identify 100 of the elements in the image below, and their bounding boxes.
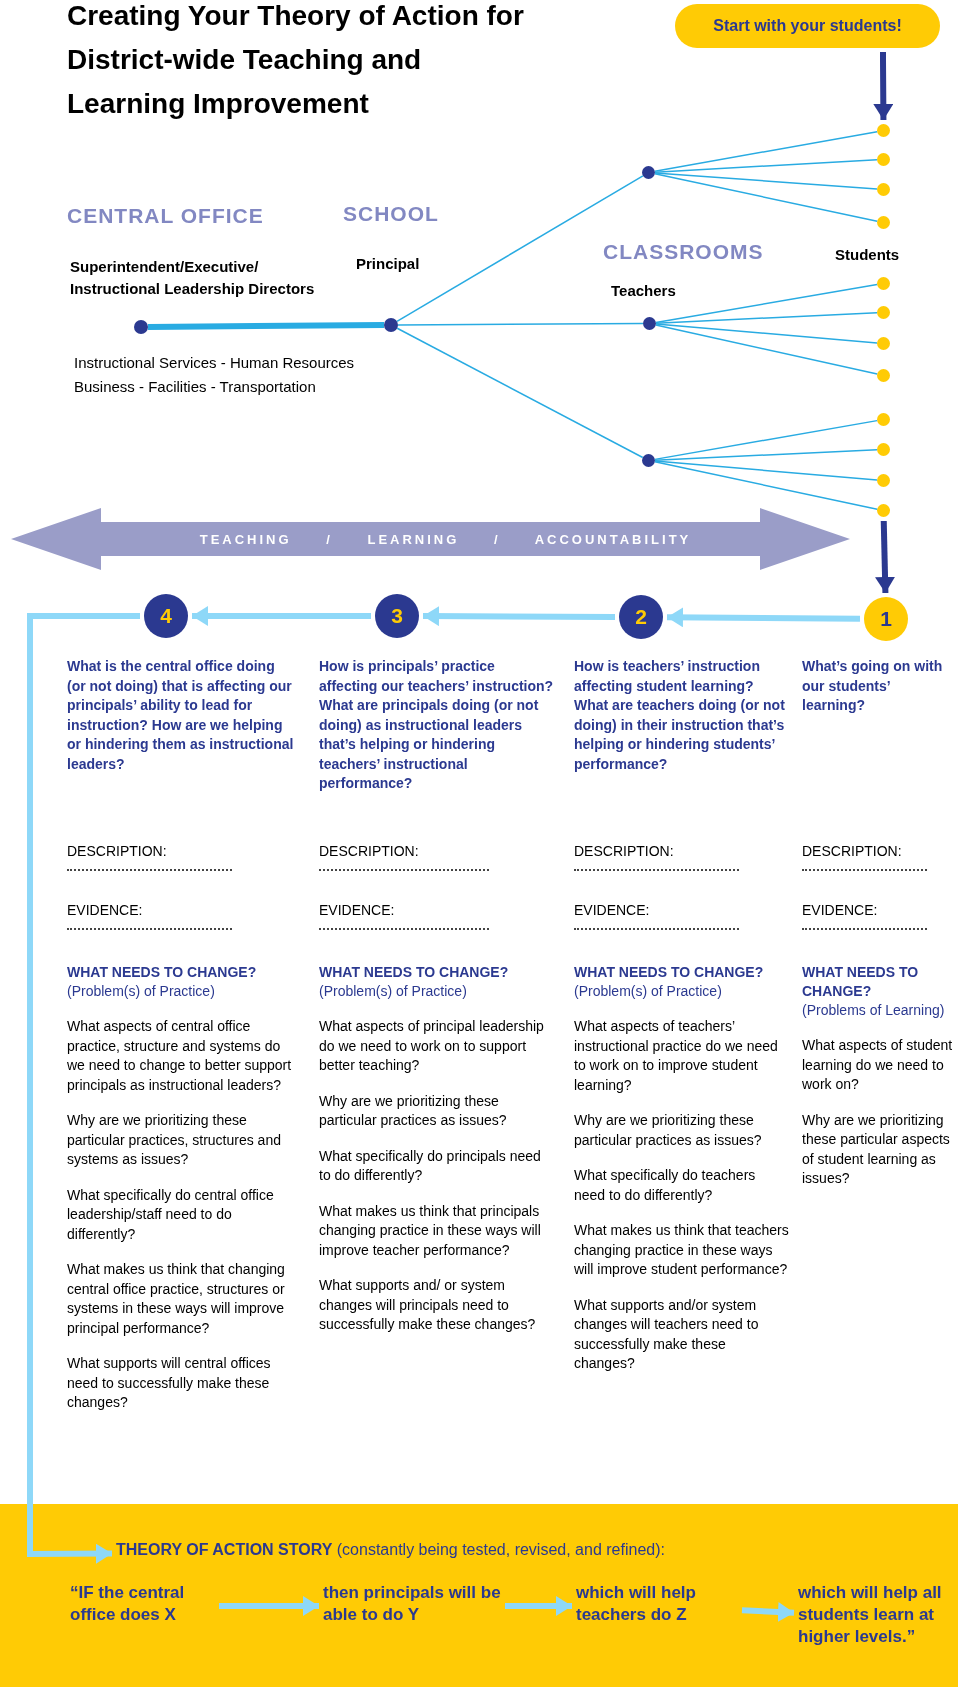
student-dot xyxy=(877,306,890,319)
guiding-question: What makes us think that teachers changing practice in these ways will improve student performance? xyxy=(574,1221,789,1279)
question-text: What’s going on with our students’ learning? xyxy=(802,657,944,715)
section-note: (Problem(s) of Practice) xyxy=(67,982,216,1001)
section-note: (Problem(s) of Practice) xyxy=(319,982,468,1001)
guiding-question: What supports and/ or system changes will principals need to successfully make these changes? xyxy=(319,1276,537,1334)
connector-line xyxy=(655,312,878,324)
section-heading: CENTRAL OFFICE xyxy=(67,204,264,228)
arrow xyxy=(219,1596,319,1616)
section-heading: WHAT NEEDS TO CHANGE? xyxy=(67,963,258,982)
role-label: Teachers xyxy=(611,282,676,299)
connector-line xyxy=(396,175,644,323)
student-dot xyxy=(877,153,890,166)
story-statement: which will help all students learn at higher levels.” xyxy=(798,1582,943,1648)
field-label: EVIDENCE: xyxy=(67,902,143,918)
title: Creating Your Theory of Action for District-wide Teaching and Learning Improvement xyxy=(67,0,525,121)
callout-box xyxy=(675,4,940,48)
story-statement: which will help teachers do Z xyxy=(576,1582,697,1626)
guiding-question: What supports and/or system changes will teachers need to successfully make these changes? xyxy=(574,1295,760,1373)
connector-line xyxy=(654,172,878,190)
connector-line xyxy=(396,327,644,459)
guiding-question: Why are we prioritizing these particular practices as issues? xyxy=(574,1111,763,1150)
story-heading: THEORY OF ACTION STORY (constantly being tested, revised, and refined): xyxy=(116,1541,666,1559)
arrow xyxy=(741,1602,795,1623)
section-heading: CLASSROOMS xyxy=(603,240,764,264)
story-statement: then principals will be able to do Y xyxy=(323,1582,501,1626)
story-statement: “IF the central office does X xyxy=(70,1582,186,1626)
connector-line xyxy=(397,322,644,326)
student-dot xyxy=(877,413,890,426)
story-panel xyxy=(0,1504,958,1687)
guiding-question: Why are we prioritizing these particular practices, structures and systems as issues? xyxy=(67,1111,282,1169)
connector-line xyxy=(654,130,878,173)
question-text: What is the central office doing (or not doing) that is affecting our principals’ ability to lead for instruction? How are we helping or hindering them as instructional leaders? xyxy=(67,657,295,774)
student-dot xyxy=(877,183,890,196)
student-dot xyxy=(877,504,890,517)
field-label: EVIDENCE: xyxy=(319,902,395,918)
junction-dot xyxy=(642,166,655,179)
arrow xyxy=(505,1596,572,1616)
step-circle xyxy=(144,594,188,638)
junction-dot xyxy=(642,454,655,467)
connector-line xyxy=(654,173,878,222)
student-dot xyxy=(877,216,890,229)
guiding-question: Why are we prioritizing these particular practices as issues? xyxy=(319,1091,508,1130)
field-label: EVIDENCE: xyxy=(574,902,650,918)
level-label: Students xyxy=(835,246,900,263)
connector-line xyxy=(654,159,878,173)
step-number: 4 xyxy=(160,604,172,628)
section-note: (Problem(s) of Practice) xyxy=(574,982,723,1001)
arrow xyxy=(423,606,615,627)
section-heading: WHAT NEEDS TO CHANGE? xyxy=(802,963,920,1001)
guiding-question: What aspects of teachers’ instructional practice do we need to work on to improve student learning? xyxy=(574,1017,779,1095)
student-dot xyxy=(877,369,890,382)
step-circle xyxy=(864,597,908,641)
arrow xyxy=(875,520,896,594)
band-label: TEACHING / LEARNING / ACCOUNTABILITY xyxy=(199,531,692,547)
student-dot xyxy=(877,474,890,487)
question-text: How is principals’ practice affecting our teachers’ instruction? What are principals doing (or not doing) as instructional leaders that’s helping or hindering teachers’ instructional performance? xyxy=(319,657,554,793)
connector-line xyxy=(655,283,878,324)
guiding-question: What specifically do central office leadership/staff need to do differently? xyxy=(67,1185,275,1244)
section-note: (Problems of Learning) xyxy=(802,1001,946,1020)
connector-line xyxy=(655,324,878,375)
field-label: DESCRIPTION: xyxy=(802,843,902,859)
junction-dot xyxy=(643,317,656,330)
arrow xyxy=(27,613,140,1564)
role-label: Superintendent/Executive/ Instructional Leadership Directors xyxy=(70,257,316,299)
field-label: DESCRIPTION: xyxy=(574,843,674,859)
student-dot xyxy=(877,277,890,290)
field-label: DESCRIPTION: xyxy=(319,843,419,859)
connector-line xyxy=(654,460,878,481)
callout-text: Start with your students! xyxy=(713,17,902,35)
field-label: DESCRIPTION: xyxy=(67,843,167,859)
step-number: 1 xyxy=(880,607,892,631)
junction-dot xyxy=(384,318,398,332)
section-heading: SCHOOL xyxy=(343,202,439,226)
guiding-question: What makes us think that principals changing practice in these ways will improve teacher performance? xyxy=(319,1201,542,1260)
guiding-question: What aspects of student learning do we need to work on? xyxy=(802,1036,954,1094)
section-heading: WHAT NEEDS TO CHANGE? xyxy=(574,963,765,982)
guiding-question: Why are we prioritizing these particular aspects of student learning as issues? xyxy=(802,1110,951,1188)
department-list: Business - Facilities - Transportation xyxy=(74,378,316,395)
department-list: Instructional Services - Human Resources xyxy=(74,354,355,371)
section-heading: WHAT NEEDS TO CHANGE? xyxy=(319,963,510,982)
step-number: 2 xyxy=(635,605,647,629)
question-text: How is teachers’ instruction affecting student learning? What are teachers doing (or not doing) in their instruction that’s helping or hindering students’ performance? xyxy=(574,657,786,774)
step-circle xyxy=(375,594,419,638)
student-dot xyxy=(877,124,890,137)
guiding-question: What makes us think that changing central office practice, structures or systems in these ways will improve principal performance? xyxy=(67,1260,286,1338)
connector-line xyxy=(654,449,878,461)
connector-line xyxy=(654,461,878,510)
guiding-question: What aspects of principal leadership do we need to work on to support better teaching? xyxy=(319,1017,545,1075)
step-circle xyxy=(619,595,663,639)
guiding-question: What specifically do teachers need to do differently? xyxy=(574,1166,757,1205)
role-label: Principal xyxy=(356,255,420,272)
guiding-question: What aspects of central office practice, structure and systems do we need to change to better support principals as instructional leaders? xyxy=(67,1017,293,1095)
arrow xyxy=(873,52,894,121)
guiding-question: What supports will central offices need to successfully make these changes? xyxy=(67,1354,272,1412)
step-number: 3 xyxy=(391,604,403,628)
guiding-question: What specifically do principals need to do differently? xyxy=(319,1146,542,1185)
connector-line xyxy=(655,323,878,344)
connector-line xyxy=(147,322,385,330)
arrow xyxy=(192,606,371,626)
